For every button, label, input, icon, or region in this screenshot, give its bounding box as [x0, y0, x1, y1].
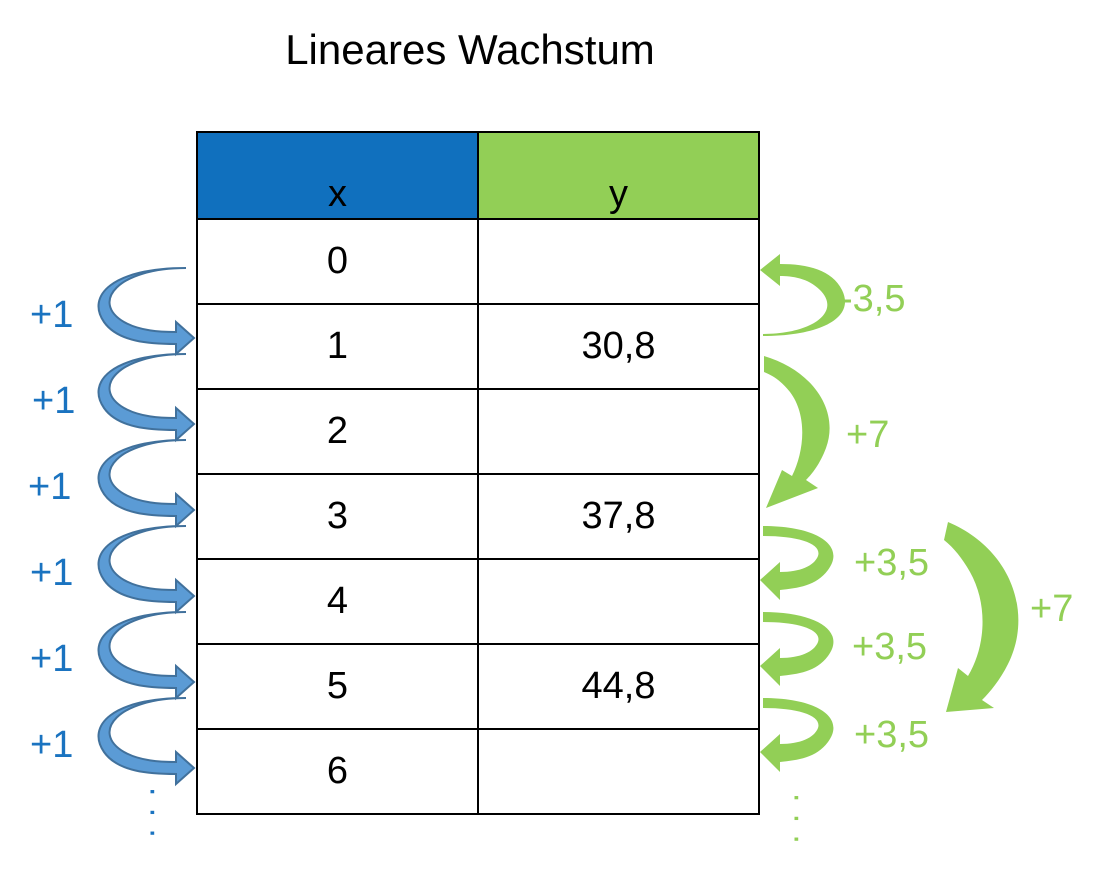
- y-jump-label: +7: [846, 414, 890, 456]
- x-cell: 5: [196, 643, 479, 730]
- y-cell: [477, 558, 760, 645]
- x-step-label: +1: [32, 380, 76, 422]
- table-row: 3 37,8: [196, 473, 760, 560]
- y-jump-arrow-right: [944, 522, 1019, 712]
- table-row: 5 44,8: [196, 643, 760, 730]
- header-y: y: [477, 131, 760, 220]
- x-cell: 4: [196, 558, 479, 645]
- y-cell: 30,8: [477, 303, 760, 390]
- table-row: 0: [196, 218, 760, 305]
- x-value: 0: [326, 240, 349, 282]
- y-step-label: +3,5: [852, 626, 928, 668]
- y-step-label: -3,5: [840, 278, 906, 320]
- y-jump-label-right: +7: [1030, 588, 1074, 630]
- x-cell: 1: [196, 303, 479, 390]
- y-cell: [477, 218, 760, 305]
- x-value: 5: [326, 665, 349, 707]
- x-value: 6: [326, 750, 349, 792]
- x-step-label: +1: [28, 466, 72, 508]
- table-row: 1 30,8: [196, 303, 760, 390]
- x-cell: 0: [196, 218, 479, 305]
- x-step-label: +1: [30, 294, 74, 336]
- y-step-arrow-up: [760, 254, 846, 336]
- x-value: 4: [326, 580, 349, 622]
- continuation-dots-right: · · ·: [779, 792, 817, 845]
- x-step-arrow: [97, 525, 196, 615]
- y-cell: [477, 388, 760, 475]
- table-row: 6: [196, 728, 760, 815]
- x-step-arrow: [97, 611, 196, 701]
- y-cell: 37,8: [477, 473, 760, 560]
- y-step-arrow-down: [760, 526, 834, 600]
- x-value: 2: [326, 410, 349, 452]
- y-step-label: +3,5: [854, 542, 930, 584]
- continuation-dots-left: · · ·: [135, 786, 173, 839]
- value-table: x y 0 1 30,8 2 3 37,8 4 5 44,8 6: [196, 131, 760, 815]
- x-step-label: +1: [30, 638, 74, 680]
- x-value: 3: [326, 495, 349, 537]
- y-step-arrow-down: [760, 698, 834, 772]
- y-value: 44,8: [581, 665, 656, 707]
- y-cell: [477, 728, 760, 815]
- x-step-arrow: [97, 439, 196, 529]
- x-step-arrow: [97, 697, 196, 787]
- x-cell: 6: [196, 728, 479, 815]
- x-step-label: +1: [30, 724, 74, 766]
- x-cell: 3: [196, 473, 479, 560]
- y-value: 37,8: [581, 495, 656, 537]
- y-step-arrow-down: [760, 612, 834, 686]
- diagram-title: Lineares Wachstum: [285, 26, 655, 73]
- y-step-label: +3,5: [854, 714, 930, 756]
- table-row: 2: [196, 388, 760, 475]
- y-jump-arrow: [764, 356, 830, 508]
- x-cell: 2: [196, 388, 479, 475]
- table-header-row: x y: [196, 131, 760, 220]
- x-step-label: +1: [30, 552, 74, 594]
- x-step-arrow: [97, 353, 196, 443]
- header-x: x: [196, 131, 479, 220]
- x-value: 1: [326, 325, 349, 367]
- table-row: 4: [196, 558, 760, 645]
- y-cell: 44,8: [477, 643, 760, 730]
- x-step-arrow: [97, 267, 196, 357]
- y-value: 30,8: [581, 325, 656, 367]
